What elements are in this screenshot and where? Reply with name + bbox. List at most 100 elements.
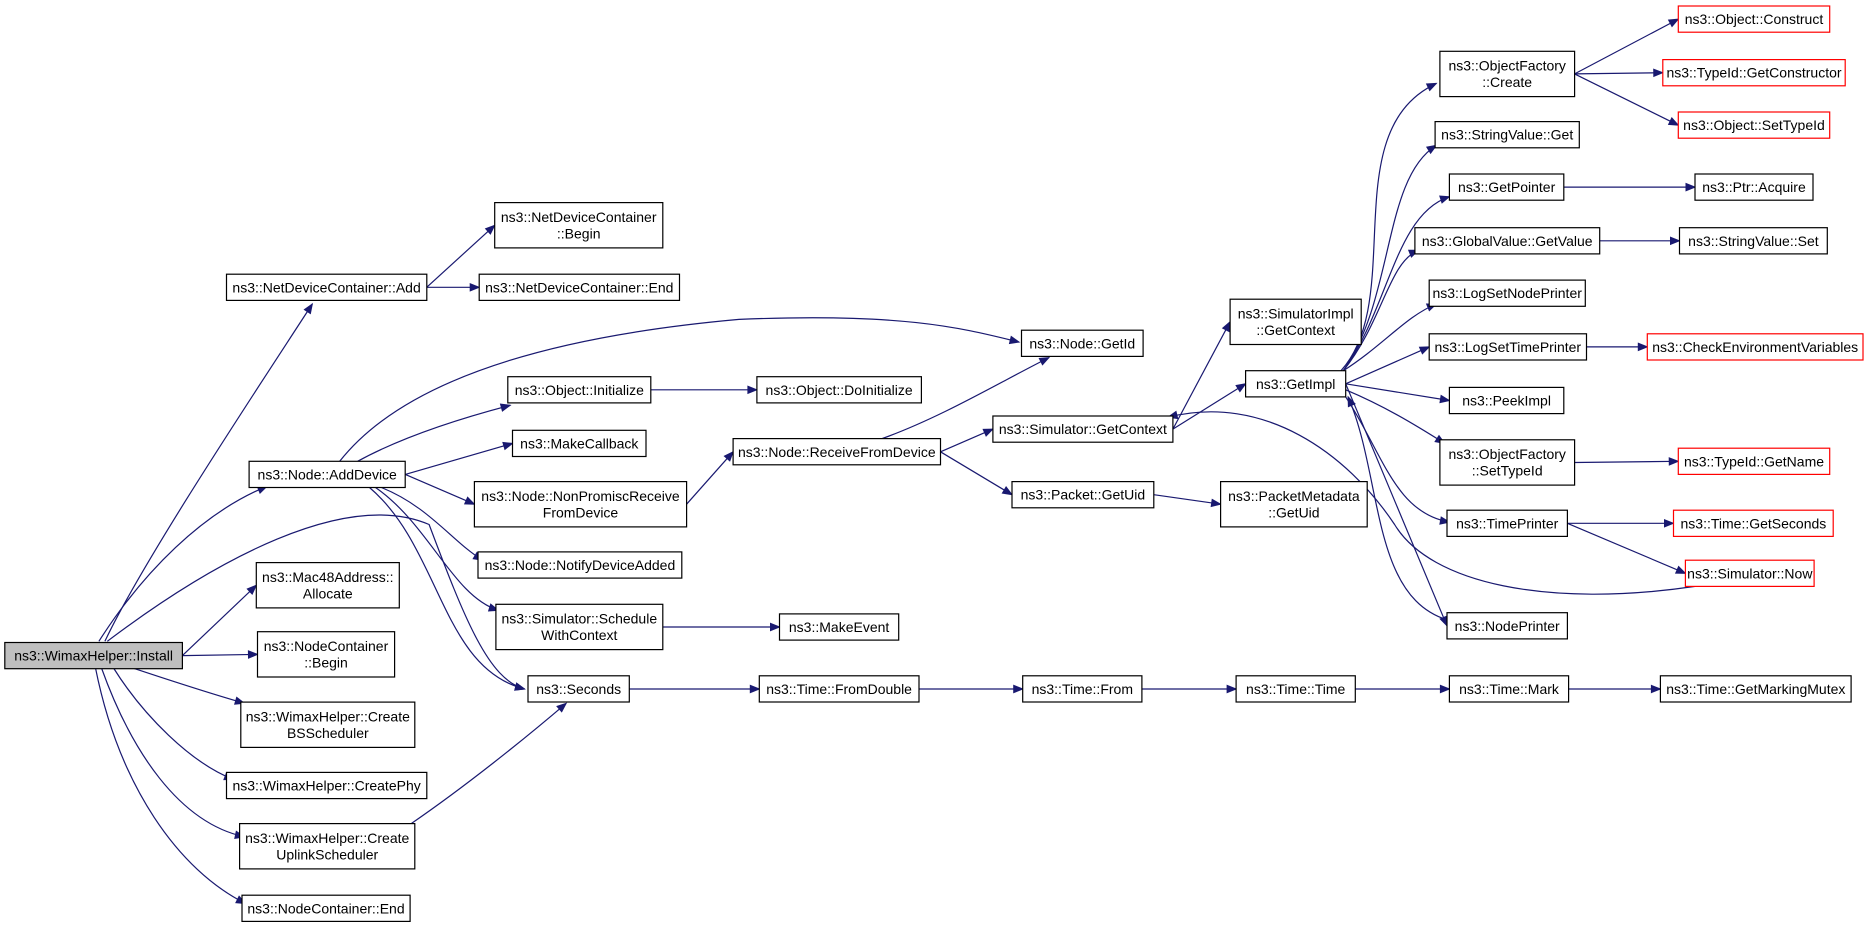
node-ndc_end[interactable]: ns3::NetDeviceContainer::End bbox=[478, 273, 681, 302]
arrowhead-install-to-ndc_add bbox=[303, 302, 314, 315]
node-nc_end[interactable]: ns3::NodeContainer::End bbox=[241, 894, 411, 923]
node-logsetnodeprinter[interactable]: ns3::LogSetNodePrinter bbox=[1428, 279, 1586, 307]
node-label: WithContext bbox=[541, 627, 617, 643]
node-time_fromdouble[interactable]: ns3::Time::FromDouble bbox=[758, 675, 920, 703]
node-label: ns3::Node::NonPromiscReceive bbox=[481, 488, 680, 504]
edge-install-to-nc_begin bbox=[182, 653, 258, 657]
node-sim_now[interactable]: ns3::Simulator::Now bbox=[1684, 559, 1815, 588]
node-obj_initialize[interactable]: ns3::Object::Initialize bbox=[507, 376, 652, 404]
node-node_notify[interactable]: ns3::Node::NotifyDeviceAdded bbox=[477, 551, 683, 579]
node-stringvalue_get[interactable]: ns3::StringValue::Get bbox=[1434, 120, 1580, 149]
node-ndc_begin[interactable]: ns3::NetDeviceContainer::Begin bbox=[494, 202, 664, 249]
arrowhead-sim_getcontext-to-simimpl_getcontext bbox=[1221, 320, 1231, 333]
node-obj_construct[interactable]: ns3::Object::Construct bbox=[1677, 5, 1831, 33]
node-peekimpl[interactable]: ns3::PeekImpl bbox=[1448, 386, 1565, 415]
node-node_receivefromdevice[interactable]: ns3::Node::ReceiveFromDevice bbox=[732, 438, 942, 466]
edge-of_create-to-obj_settypeid bbox=[1574, 73, 1679, 126]
node-label: ns3::Ptr::Acquire bbox=[1702, 179, 1806, 195]
node-packet_getuid[interactable]: ns3::Packet::GetUid bbox=[1011, 481, 1155, 509]
node-box bbox=[507, 376, 652, 404]
node-sim_getcontext[interactable]: ns3::Simulator::GetContext bbox=[992, 415, 1174, 443]
edge-nodeprinter-to-getimpl bbox=[1347, 396, 1448, 621]
node-time_mark[interactable]: ns3::Time::Mark bbox=[1448, 675, 1570, 703]
edge-getimpl-to-nodeprinter bbox=[1345, 383, 1448, 627]
node-label: ns3::Node::AddDevice bbox=[258, 466, 398, 482]
node-time_getseconds[interactable]: ns3::Time::GetSeconds bbox=[1672, 509, 1834, 538]
node-obj_doinitialize[interactable]: ns3::Object::DoInitialize bbox=[756, 376, 923, 404]
node-obj_settypeid[interactable]: ns3::Object::SetTypeId bbox=[1677, 111, 1831, 139]
node-logsettimeprinter[interactable]: ns3::LogSetTimePrinter bbox=[1428, 333, 1588, 361]
node-typeid_getconstructor[interactable]: ns3::TypeId::GetConstructor bbox=[1662, 58, 1846, 87]
node-makeevent[interactable]: ns3::MakeEvent bbox=[778, 613, 900, 641]
node-box bbox=[494, 202, 664, 249]
node-label: ns3::Time::Mark bbox=[1459, 681, 1560, 697]
node-label: ns3::Object::DoInitialize bbox=[766, 382, 913, 398]
node-node_adddevice[interactable]: ns3::Node::AddDevice bbox=[248, 460, 406, 489]
node-label: ns3::NetDeviceContainer bbox=[501, 209, 657, 225]
node-box bbox=[1677, 447, 1831, 476]
node-ptr_acquire[interactable]: ns3::Ptr::Acquire bbox=[1694, 173, 1814, 201]
node-box bbox=[1235, 675, 1356, 703]
edge-ndc_add-to-ndc_begin bbox=[426, 224, 496, 288]
node-stringvalue_set[interactable]: ns3::StringValue::Set bbox=[1678, 227, 1828, 255]
edge-install-to-wh_createbs bbox=[130, 666, 245, 704]
node-timeprinter[interactable]: ns3::TimePrinter bbox=[1446, 509, 1569, 538]
node-time_time[interactable]: ns3::Time::Time bbox=[1235, 675, 1356, 703]
arrowhead-nodeprinter-to-getimpl bbox=[1347, 395, 1356, 408]
edge-install-to-nc_end bbox=[94, 667, 246, 905]
node-box bbox=[527, 675, 630, 703]
node-checkenv[interactable]: ns3::CheckEnvironmentVariables bbox=[1646, 333, 1864, 361]
edge-node_receivefromdevice-to-sim_getcontext bbox=[940, 428, 994, 453]
node-seconds[interactable]: ns3::Seconds bbox=[527, 675, 630, 703]
arrowhead-obj_initialize-to-obj_doinitialize bbox=[747, 385, 759, 395]
node-typeid_getname[interactable]: ns3::TypeId::GetName bbox=[1677, 447, 1831, 476]
edge-sim_now-to-sim_getcontext bbox=[1167, 411, 1696, 595]
node-box bbox=[1219, 481, 1368, 528]
node-of_create[interactable]: ns3::ObjectFactory::Create bbox=[1439, 50, 1576, 98]
arrowhead-getpointer-to-ptr_acquire bbox=[1685, 182, 1697, 192]
node-box bbox=[225, 771, 428, 800]
arrowhead-ndc_add-to-ndc_end bbox=[469, 282, 481, 292]
node-label: ns3::MakeCallback bbox=[520, 435, 639, 451]
node-mac48_allocate[interactable]: ns3::Mac48Address::Allocate bbox=[255, 561, 400, 609]
node-box bbox=[758, 675, 920, 703]
node-label: ns3::SimulatorImpl bbox=[1238, 306, 1354, 322]
node-label: ns3::Time::FromDouble bbox=[766, 681, 912, 697]
node-box bbox=[1428, 333, 1588, 361]
edge-node_adddevice-to-node_getid bbox=[339, 317, 1020, 462]
arrowhead-logsettimeprinter-to-checkenv bbox=[1637, 342, 1649, 352]
node-label: ns3::StringValue::Get bbox=[1441, 127, 1573, 143]
node-label: ns3::Node::ReceiveFromDevice bbox=[738, 444, 936, 460]
node-box bbox=[1659, 675, 1852, 703]
arrowhead-node_nonpromisc-to-node_receivefromdevice bbox=[723, 450, 734, 462]
node-node_getid[interactable]: ns3::Node::GetId bbox=[1020, 329, 1144, 358]
node-gv_getvalue[interactable]: ns3::GlobalValue::GetValue bbox=[1414, 227, 1601, 255]
node-simimpl_getcontext[interactable]: ns3::SimulatorImpl::GetContext bbox=[1229, 298, 1362, 346]
arrowhead-seconds-to-time_fromdouble bbox=[749, 684, 761, 694]
edge-node_adddevice-to-node_notify bbox=[381, 486, 484, 561]
node-pm_getuid[interactable]: ns3::PacketMetadata::GetUid bbox=[1219, 481, 1368, 528]
node-install[interactable]: ns3::WimaxHelper::Install bbox=[4, 641, 184, 670]
node-ndc_add[interactable]: ns3::NetDeviceContainer::Add bbox=[225, 273, 428, 302]
node-wh_createphy[interactable]: ns3::WimaxHelper::CreatePhy bbox=[225, 771, 428, 800]
edge-timeprinter-to-sim_now bbox=[1567, 522, 1686, 574]
arrowhead-getimpl-to-of_create bbox=[1425, 82, 1438, 92]
node-getpointer[interactable]: ns3::GetPointer bbox=[1448, 173, 1565, 201]
node-time_from[interactable]: ns3::Time::From bbox=[1022, 675, 1143, 703]
edge-node_nonpromisc-to-node_receivefromdevice bbox=[686, 451, 734, 505]
node-box bbox=[1678, 227, 1828, 255]
node-nc_begin[interactable]: ns3::NodeContainer::Begin bbox=[256, 631, 396, 678]
arrowhead-node_adddevice-to-makecallback bbox=[502, 441, 514, 451]
node-label: ns3::Time::Time bbox=[1246, 681, 1346, 697]
node-makecallback[interactable]: ns3::MakeCallback bbox=[511, 429, 647, 458]
node-getimpl[interactable]: ns3::GetImpl bbox=[1244, 370, 1347, 398]
node-time_getmarkingmutex[interactable]: ns3::Time::GetMarkingMutex bbox=[1659, 675, 1852, 703]
node-nodeprinter[interactable]: ns3::NodePrinter bbox=[1446, 612, 1569, 640]
node-box bbox=[1020, 329, 1144, 358]
node-of_settypeid[interactable]: ns3::ObjectFactory::SetTypeId bbox=[1439, 439, 1576, 486]
